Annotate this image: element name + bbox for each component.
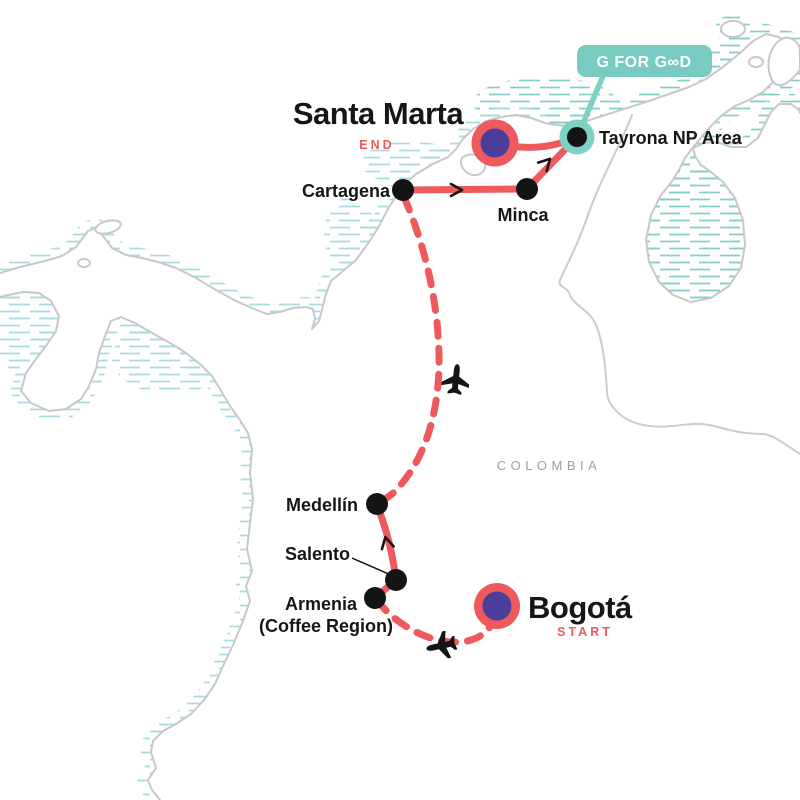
tayrona-marker — [559, 119, 595, 155]
markers — [364, 119, 595, 629]
armenia-label-line2: (Coffee Region) — [259, 616, 393, 636]
salento-label: Salento — [285, 544, 350, 564]
coastline — [0, 20, 800, 800]
route-cartagena-minca — [399, 185, 531, 194]
armenia-label: Armenia — [285, 594, 358, 614]
end-marker-santa-marta — [471, 119, 519, 167]
medellin-marker — [366, 493, 388, 515]
g-for-good-badge[interactable]: G FOR G∞D — [577, 45, 712, 77]
country-label: COLOMBIA — [497, 458, 602, 473]
direction-arrow-icon — [536, 157, 552, 173]
cartagena-label: Cartagena — [302, 181, 391, 201]
direction-arrow-icon — [380, 535, 395, 551]
country-border — [558, 114, 800, 455]
salento-leader-line — [351, 557, 392, 576]
minca-label: Minca — [497, 205, 549, 225]
minca-marker — [516, 178, 538, 200]
landmass — [0, 34, 800, 800]
armenia-marker — [364, 587, 386, 609]
start-tag: START — [557, 625, 613, 639]
salento-marker — [385, 569, 407, 591]
direction-arrow-icon — [449, 182, 464, 198]
tayrona-label: Tayrona NP Area — [599, 128, 743, 148]
svg-text:G FOR G∞D: G FOR G∞D — [596, 54, 691, 71]
infinity-icon: ∞ — [668, 54, 680, 71]
direction-arrows — [380, 157, 552, 551]
badge-label: G FOR G — [596, 54, 667, 71]
santa-marta-label: Santa Marta — [293, 96, 464, 131]
route-medellin-cartagena — [374, 193, 443, 506]
cartagena-marker — [392, 179, 414, 201]
end-tag: END — [359, 138, 394, 152]
start-marker-bogota — [474, 583, 520, 629]
city-labels: Santa Marta END Tayrona NP Area Cartagen… — [259, 96, 743, 639]
medellin-label: Medellín — [286, 495, 358, 515]
bogota-label: Bogotá — [528, 590, 633, 625]
